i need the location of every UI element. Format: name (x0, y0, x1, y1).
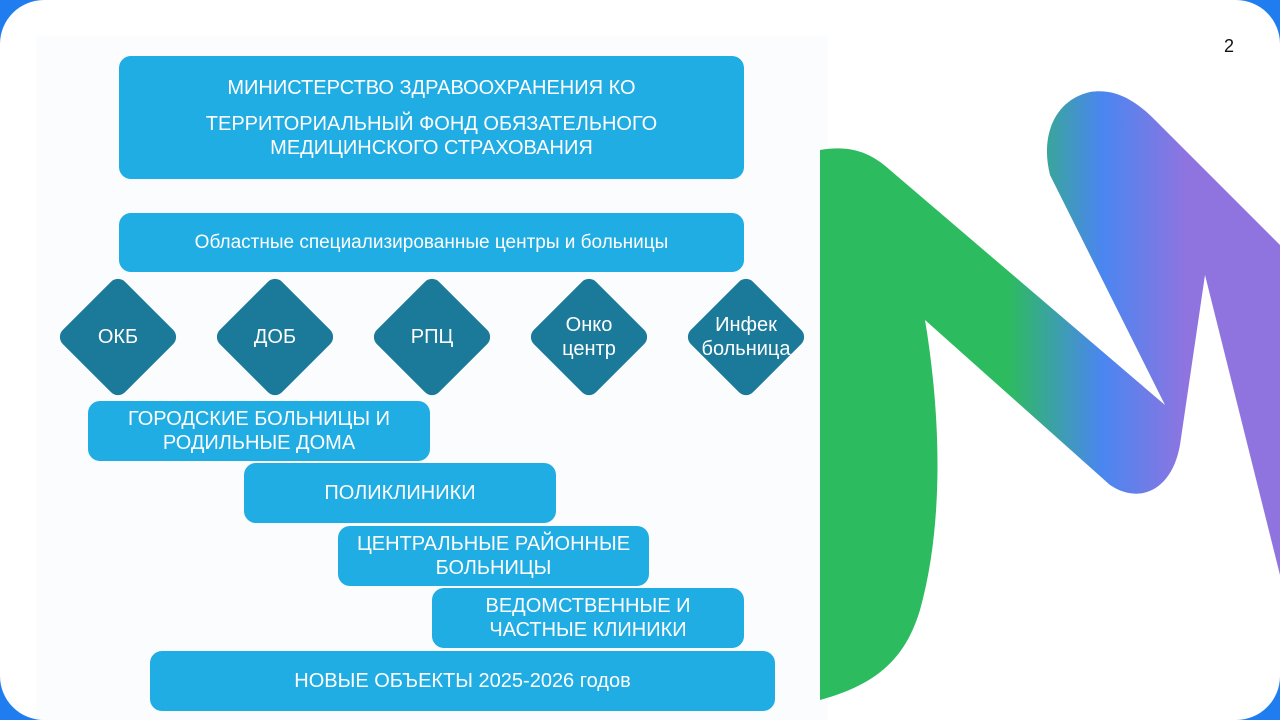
private-clinics-box: ВЕДОМСТВЕННЫЕ И ЧАСТНЫЕ КЛИНИКИ (432, 588, 744, 648)
polyclinics-box: ПОЛИКЛИНИКИ (244, 463, 556, 523)
city-hospitals-box: ГОРОДСКИЕ БОЛЬНИЦЫ И РОДИЛЬНЫЕ ДОМА (88, 401, 430, 461)
fund-title-line1: ТЕРРИТОРИАЛЬНЫЙ ФОНД ОБЯЗАТЕЛЬНОГО (205, 112, 658, 135)
diamond-dob-label: ДОБ (253, 326, 297, 348)
fund-title-line2: МЕДИЦИНСКОГО СТРАХОВАНИЯ (270, 136, 593, 159)
diamond-rpc: РПЦ (369, 274, 495, 400)
diamond-infect: Инфек больница (683, 274, 809, 400)
fund-title: ТЕРРИТОРИАЛЬНЫЙ ФОНД ОБЯЗАТЕЛЬНОГО МЕДИЦ… (206, 112, 657, 160)
ministry-title: МИНИСТЕРСТВО ЗДРАВООХРАНЕНИЯ КО (227, 76, 636, 99)
regional-centers-box: Областные специализированные центры и бо… (119, 213, 744, 272)
district-hospitals-box: ЦЕНТРАЛЬНЫЕ РАЙОННЫЕ БОЛЬНИЦЫ (338, 526, 649, 586)
diamond-okb: ОКБ (55, 274, 181, 400)
new-objects-box: НОВЫЕ ОБЪЕКТЫ 2025-2026 годов (150, 651, 775, 711)
district-hospitals-label: ЦЕНТРАЛЬНЫЕ РАЙОННЫЕ БОЛЬНИЦЫ (356, 533, 631, 579)
regional-centers-label: Областные специализированные центры и бо… (194, 231, 669, 253)
diamond-rpc-label: РПЦ (410, 326, 454, 348)
private-clinics-label: ВЕДОМСТВЕННЫЕ И ЧАСТНЫЕ КЛИНИКИ (485, 595, 691, 641)
diagram-panel: МИНИСТЕРСТВО ЗДРАВООХРАНЕНИЯ КО ТЕРРИТОР… (36, 36, 828, 720)
ministry-box: МИНИСТЕРСТВО ЗДРАВООХРАНЕНИЯ КО ТЕРРИТОР… (119, 56, 744, 179)
page-number: 2 (1223, 36, 1234, 56)
diamond-okb-label: ОКБ (97, 326, 139, 348)
diamond-onco-label: Онко центр (562, 314, 616, 360)
diamond-onco: Онко центр (526, 274, 652, 400)
diamond-infect-label: Инфек больница (701, 314, 791, 360)
new-objects-label: НОВЫЕ ОБЪЕКТЫ 2025-2026 годов (294, 670, 631, 692)
city-hospitals-label: ГОРОДСКИЕ БОЛЬНИЦЫ И РОДИЛЬНЫЕ ДОМА (128, 408, 390, 454)
diamond-dob: ДОБ (212, 274, 338, 400)
brand-logo-graphic (820, 91, 1280, 700)
polyclinics-label: ПОЛИКЛИНИКИ (324, 482, 476, 504)
